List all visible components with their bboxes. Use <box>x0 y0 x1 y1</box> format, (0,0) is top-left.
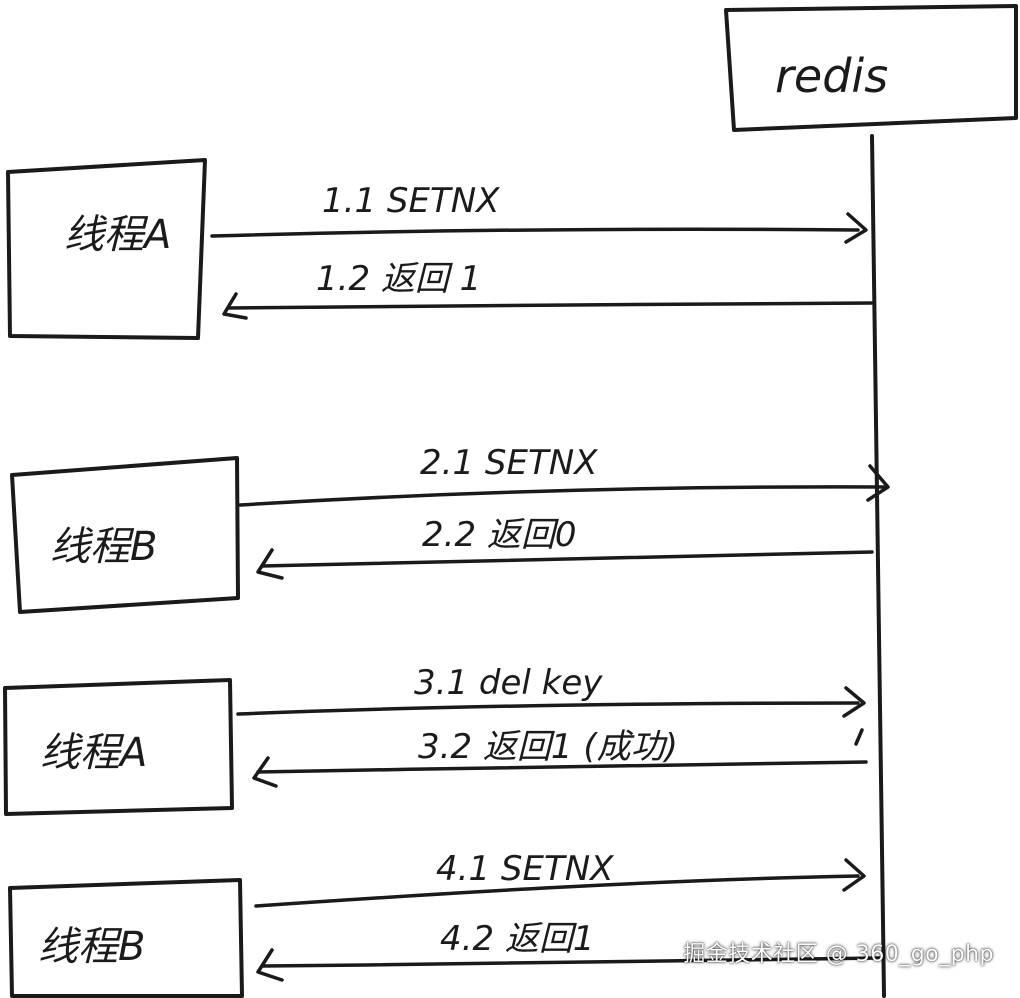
message-4-2: 4.2 返回1 <box>256 919 882 982</box>
thread-a-label-1: 线程A <box>64 212 171 258</box>
thread-b-label-2: 线程B <box>38 924 145 970</box>
arrowhead-3-2 <box>252 756 278 788</box>
redis-label: redis <box>775 49 888 103</box>
arrowhead-3-1 <box>842 686 866 718</box>
label-3-2: 3.2 返回1 (成功) <box>418 727 678 767</box>
thread-b-box-1 <box>10 456 240 614</box>
message-1-2: 1.2 返回 1 <box>222 259 875 320</box>
thread-a-node-2: 线程A <box>3 678 234 816</box>
label-1-1: 1.1 SETNX <box>322 181 500 221</box>
thread-b-node-1: 线程B <box>10 456 240 614</box>
arrow-2-1 <box>238 485 886 507</box>
thread-a-box-1 <box>6 158 207 340</box>
label-4-2: 4.2 返回1 <box>440 919 595 959</box>
arrow-1-2 <box>226 301 875 310</box>
tick-mark-3-2 <box>854 728 864 746</box>
arrowhead-2-2 <box>256 548 284 580</box>
arrowhead-1-2 <box>222 292 248 320</box>
label-3-1: 3.1 del key <box>414 663 603 703</box>
arrow-4-2 <box>260 956 882 968</box>
thread-a-box-2 <box>3 678 234 816</box>
thread-b-box-2 <box>8 878 244 998</box>
redis-lifeline <box>870 134 886 998</box>
arrow-2-2 <box>260 550 874 568</box>
message-2-2: 2.2 返回0 <box>256 515 874 580</box>
thread-b-label-1: 线程B <box>50 524 157 570</box>
arrow-4-1 <box>254 874 860 908</box>
message-2-1: 2.1 SETNX <box>238 443 890 507</box>
arrowhead-4-1 <box>842 858 866 892</box>
thread-b-node-2: 线程B <box>8 878 244 998</box>
thread-a-node-1: 线程A <box>6 158 207 340</box>
message-3-2: 3.2 返回1 (成功) <box>252 727 868 788</box>
arrowhead-2-1 <box>866 464 890 502</box>
label-2-1: 2.1 SETNX <box>420 443 598 483</box>
message-4-1: 4.1 SETNX <box>254 849 866 908</box>
label-2-2: 2.2 返回0 <box>422 515 577 555</box>
watermark: 掘金技术社区 @ 360_go_php <box>683 942 994 967</box>
message-1-1: 1.1 SETNX <box>210 181 868 244</box>
label-1-2: 1.2 返回 1 <box>316 259 481 299</box>
label-4-1: 4.1 SETNX <box>436 849 614 889</box>
arrowhead-4-2 <box>256 948 284 982</box>
thread-a-label-2: 线程A <box>40 730 147 776</box>
message-3-1: 3.1 del key <box>236 663 866 718</box>
arrowhead-1-1 <box>844 212 868 244</box>
redis-box <box>724 4 1018 132</box>
redis-node: redis <box>724 4 1018 132</box>
arrow-1-1 <box>210 227 860 238</box>
arrow-3-1 <box>236 701 860 716</box>
arrow-3-2 <box>256 760 868 774</box>
